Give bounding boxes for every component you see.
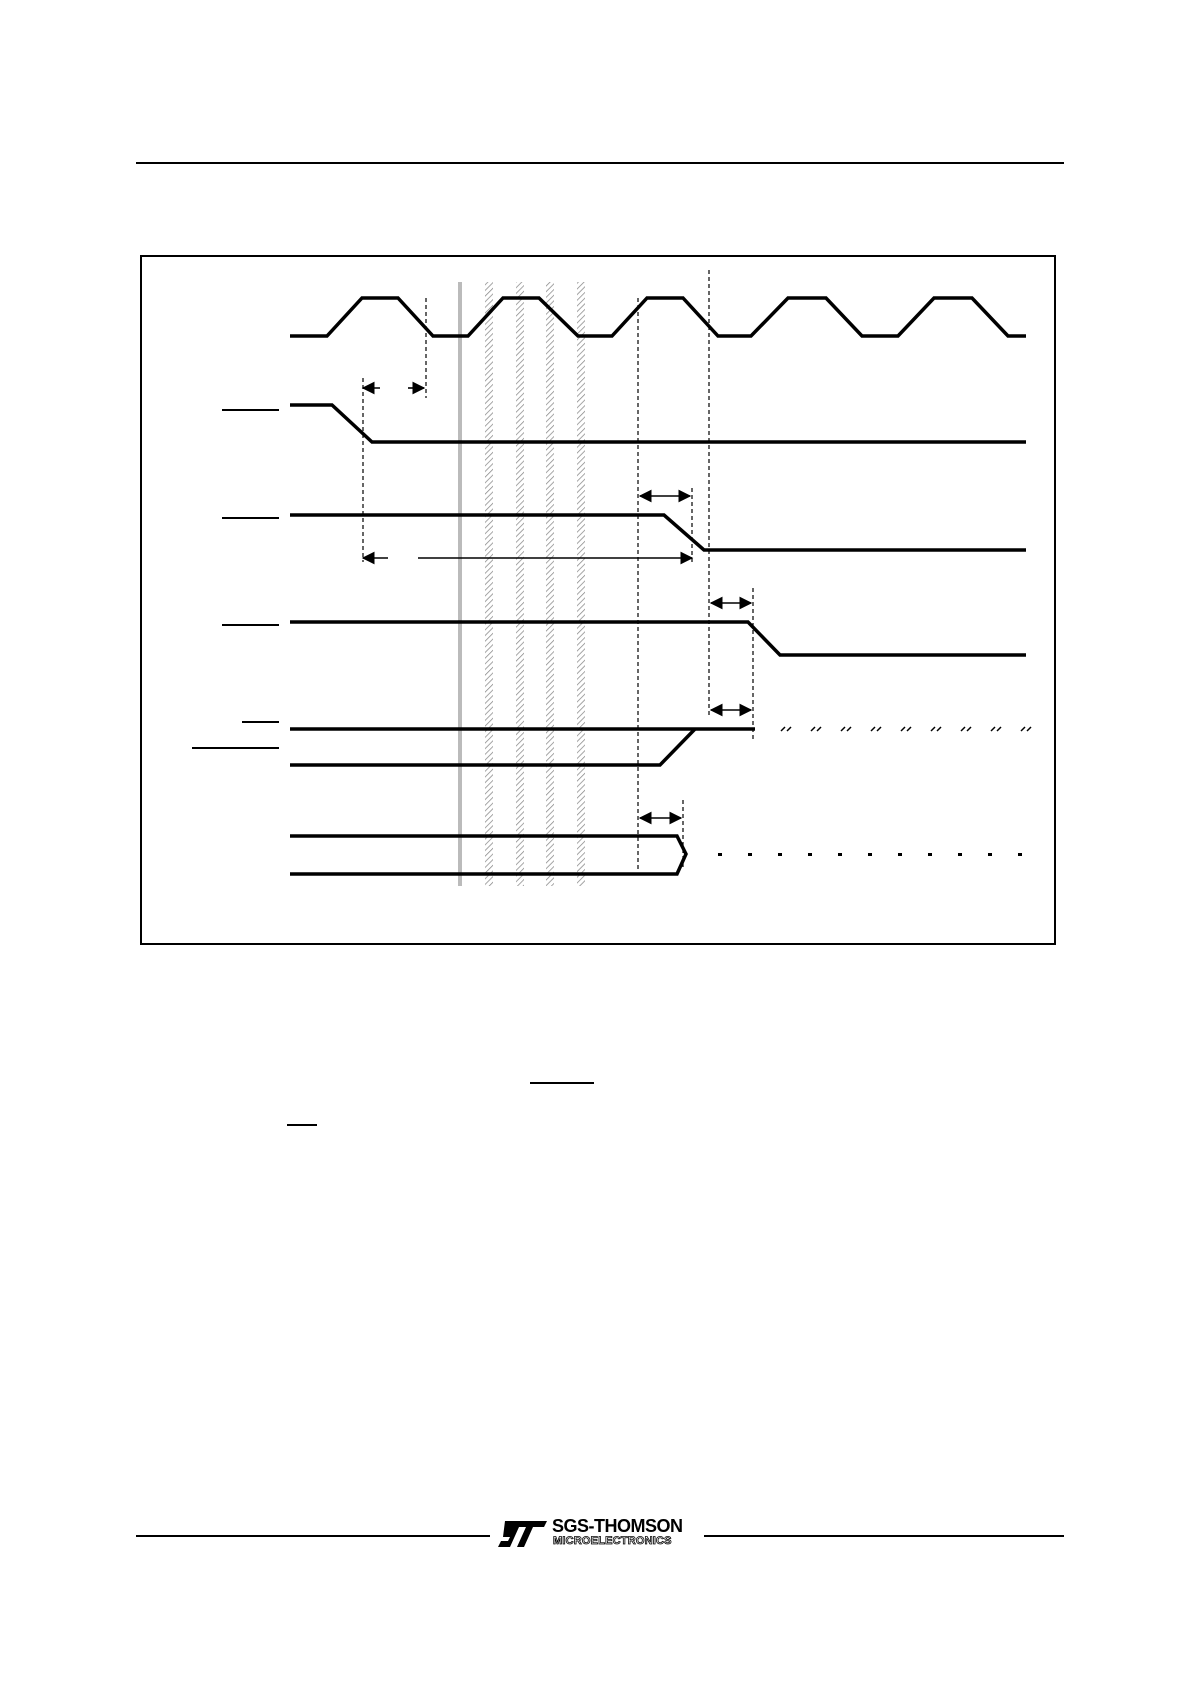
logo-subtitle: MICROELECTRONICS — [553, 1535, 672, 1548]
footer-rule-right — [704, 1535, 1064, 1537]
signal-5-waveform-low — [290, 727, 697, 767]
hatched-column — [516, 282, 524, 886]
hatched-column — [577, 282, 585, 886]
logo-company-name: SGS-THOMSON — [552, 1516, 683, 1536]
signal-6-tristate-dots — [718, 853, 1022, 856]
signal-6-waveform — [290, 834, 688, 876]
dotted-column — [458, 282, 462, 886]
timing-arrows — [361, 381, 753, 825]
text-overbar — [287, 1124, 317, 1126]
signal-3-waveform — [290, 513, 1026, 552]
signal-4-waveform — [290, 620, 1026, 657]
hatched-column — [485, 282, 493, 886]
timing-diagram-frame — [140, 255, 1056, 945]
signal-2-waveform — [290, 403, 1026, 444]
footer-rule-left — [136, 1535, 490, 1537]
header-rule — [136, 162, 1064, 164]
timing-reference-lines — [362, 270, 754, 870]
hatched-column — [546, 282, 554, 886]
text-overbar — [530, 1082, 594, 1084]
clock-waveform — [290, 296, 1026, 338]
wait-state-hatching — [458, 282, 585, 886]
sgs-thomson-logo: SGS-THOMSON MICROELECTRONICS — [497, 1516, 702, 1553]
st-logo-icon — [498, 1521, 547, 1547]
signal-5-tristate-ticks — [780, 726, 1032, 732]
